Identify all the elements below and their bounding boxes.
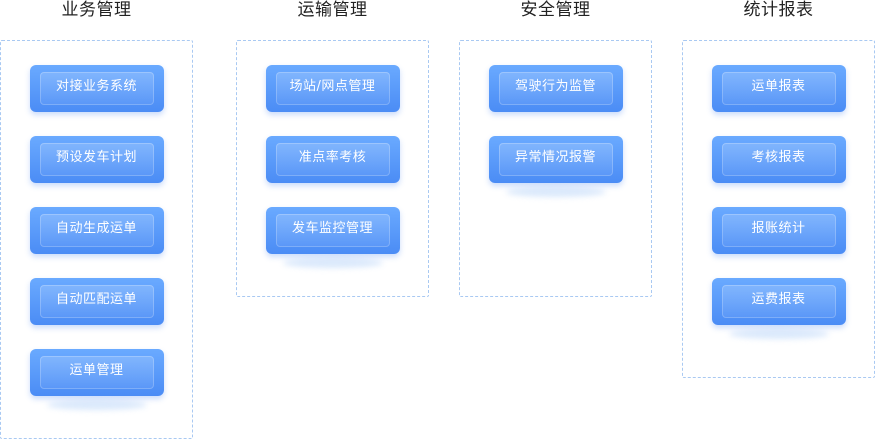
card-inner-highlight: [721, 285, 836, 318]
module-card-button[interactable]: 运费报表: [711, 278, 846, 325]
card-reflection: [728, 329, 829, 339]
column-title: 统计报表: [743, 0, 814, 20]
module-card-button[interactable]: 自动匹配运单: [29, 278, 164, 325]
column-1: 业务管理对接业务系统预设发车计划自动生成运单自动匹配运单运单管理: [0, 0, 193, 439]
module-card-wrap: 自动匹配运单: [29, 278, 164, 325]
module-card-label: 发车监控管理: [291, 221, 373, 236]
card-inner-highlight: [275, 214, 390, 247]
card-inner-highlight: [721, 143, 836, 176]
module-card-wrap: 场站/网点管理: [265, 65, 400, 112]
module-card-button[interactable]: 考核报表: [711, 136, 846, 183]
module-card-label: 运费报表: [751, 292, 806, 307]
module-card-wrap: 自动生成运单: [29, 207, 164, 254]
module-card-wrap: 运单报表: [711, 65, 846, 112]
module-card-label: 驾驶行为监管: [514, 79, 596, 94]
module-card-label: 对接业务系统: [55, 79, 137, 94]
module-card-label: 异常情况报警: [514, 150, 596, 165]
module-card-button[interactable]: 报账统计: [711, 207, 846, 254]
module-card-label: 运单管理: [69, 363, 124, 378]
card-inner-highlight: [498, 72, 613, 105]
card-inner-highlight: [39, 214, 154, 247]
card-inner-highlight: [275, 143, 390, 176]
module-card-wrap: 运单管理: [29, 349, 164, 410]
module-card-button[interactable]: 对接业务系统: [29, 65, 164, 112]
module-card-label: 预设发车计划: [55, 150, 137, 165]
module-card-wrap: 发车监控管理: [265, 207, 400, 268]
module-card-button[interactable]: 运单报表: [711, 65, 846, 112]
card-inner-highlight: [39, 285, 154, 318]
module-card-wrap: 异常情况报警: [488, 136, 623, 197]
module-card-button[interactable]: 场站/网点管理: [265, 65, 400, 112]
card-inner-highlight: [39, 143, 154, 176]
card-reflection: [282, 258, 383, 268]
column-panel: [459, 40, 652, 297]
column-4: 统计报表运单报表考核报表报账统计运费报表: [682, 0, 875, 439]
card-inner-highlight: [721, 72, 836, 105]
module-card-button[interactable]: 发车监控管理: [265, 207, 400, 254]
module-card-label: 运单报表: [751, 79, 806, 94]
module-card-button[interactable]: 准点率考核: [265, 136, 400, 183]
module-card-label: 场站/网点管理: [289, 79, 376, 94]
module-card-label: 考核报表: [751, 150, 806, 165]
column-3: 安全管理驾驶行为监管异常情况报警: [459, 0, 652, 439]
module-card-wrap: 预设发车计划: [29, 136, 164, 183]
card-reflection: [505, 187, 606, 197]
module-card-wrap: 报账统计: [711, 207, 846, 254]
card-reflection: [46, 400, 147, 410]
module-card-button[interactable]: 预设发车计划: [29, 136, 164, 183]
module-card-wrap: 准点率考核: [265, 136, 400, 183]
module-card-label: 自动匹配运单: [55, 292, 137, 307]
column-title: 运输管理: [297, 0, 368, 20]
card-inner-highlight: [498, 143, 613, 176]
module-card-wrap: 考核报表: [711, 136, 846, 183]
card-inner-highlight: [721, 214, 836, 247]
module-card-wrap: 运费报表: [711, 278, 846, 339]
column-title: 业务管理: [61, 0, 132, 20]
module-card-wrap: 驾驶行为监管: [488, 65, 623, 112]
column-panel: [236, 40, 429, 297]
module-card-wrap: 对接业务系统: [29, 65, 164, 112]
card-inner-highlight: [275, 72, 390, 105]
module-card-button[interactable]: 异常情况报警: [488, 136, 623, 183]
module-card-button[interactable]: 驾驶行为监管: [488, 65, 623, 112]
module-card-label: 报账统计: [751, 221, 806, 236]
module-card-button[interactable]: 运单管理: [29, 349, 164, 396]
card-inner-highlight: [39, 356, 154, 389]
card-inner-highlight: [39, 72, 154, 105]
module-card-label: 自动生成运单: [55, 221, 137, 236]
column-2: 运输管理场站/网点管理准点率考核发车监控管理: [236, 0, 429, 439]
module-card-label: 准点率考核: [298, 150, 367, 165]
column-title: 安全管理: [520, 0, 591, 20]
module-card-button[interactable]: 自动生成运单: [29, 207, 164, 254]
